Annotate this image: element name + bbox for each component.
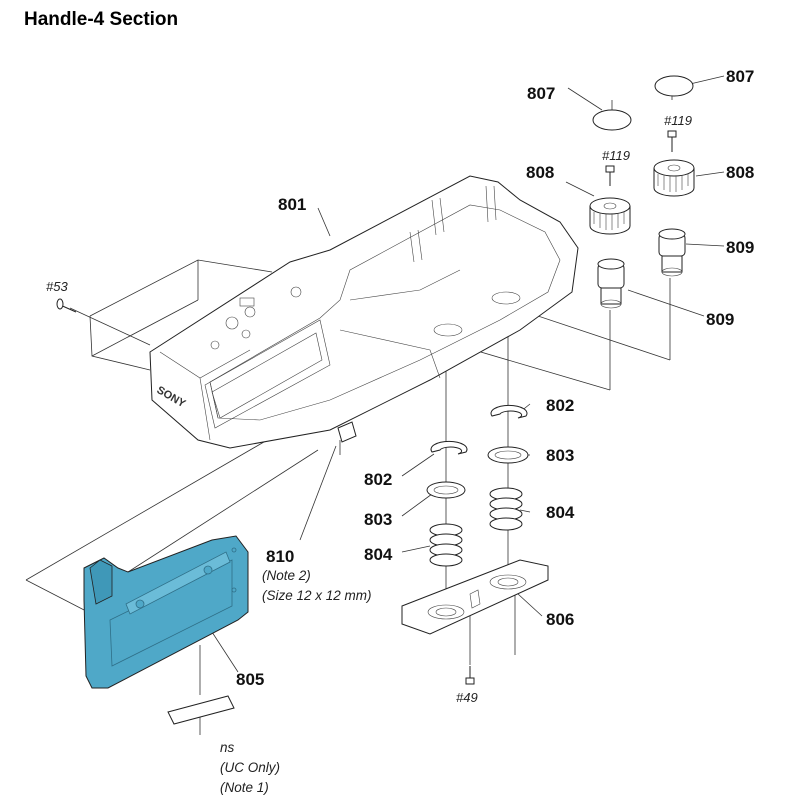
screw-label-119-left: #119 [602,148,630,163]
ref-805: 805 [236,670,264,689]
knob-808-left [589,197,631,235]
ref-803-right: 803 [546,446,574,465]
ref-808-right: 808 [726,163,754,182]
handle-body-801: SONY [149,175,579,449]
shaft-809-right [658,228,686,277]
washer-803-left [426,481,466,499]
spring-804-right [489,487,523,531]
ref-801: 801 [278,195,306,214]
screw-53-icon [56,298,77,313]
section-title: Handle-4 Section [24,9,178,30]
spring-804-left [429,523,463,567]
ref-810: 810 [266,547,294,566]
ring-807-left [592,109,632,131]
ref-804-left: 804 [364,545,393,564]
ref-807-right: 807 [726,67,754,86]
ref-806: 806 [546,610,574,629]
knob-808-right [653,159,695,197]
washer-803-right [487,446,529,464]
screw-label-49: #49 [456,690,478,705]
note-ns-note-1: (Note 1) [220,780,269,795]
label-810 [337,421,357,443]
ref-802-left: 802 [364,470,392,489]
note-810: (Note 2) [262,568,311,583]
ns-label [167,695,235,725]
ref-809-left: 809 [706,310,734,329]
screw-49-icon [465,666,475,685]
ref-803-left: 803 [364,510,392,529]
ref-808-left: 808 [526,163,554,182]
screw-label-53: #53 [46,279,68,294]
ref-807-left: 807 [527,84,555,103]
bracket-806 [401,559,549,635]
shaft-809-left [597,258,625,309]
ref-804-right: 804 [546,503,575,522]
note-ns: ns [220,740,235,755]
e-ring-802-left [430,440,468,455]
ring-807-right [654,75,694,97]
projection-lines [25,75,725,735]
note-810-size: (Size 12 x 12 mm) [262,588,372,603]
cover-805 [83,535,249,689]
screw-119-right-icon [667,130,677,152]
e-ring-802-right [490,404,528,419]
note-ns-uc-only: (UC Only) [220,760,280,775]
screw-119-left-icon [605,165,615,186]
ref-802-right: 802 [546,396,574,415]
ref-809-right: 809 [726,238,754,257]
screw-label-119-right: #119 [664,113,692,128]
